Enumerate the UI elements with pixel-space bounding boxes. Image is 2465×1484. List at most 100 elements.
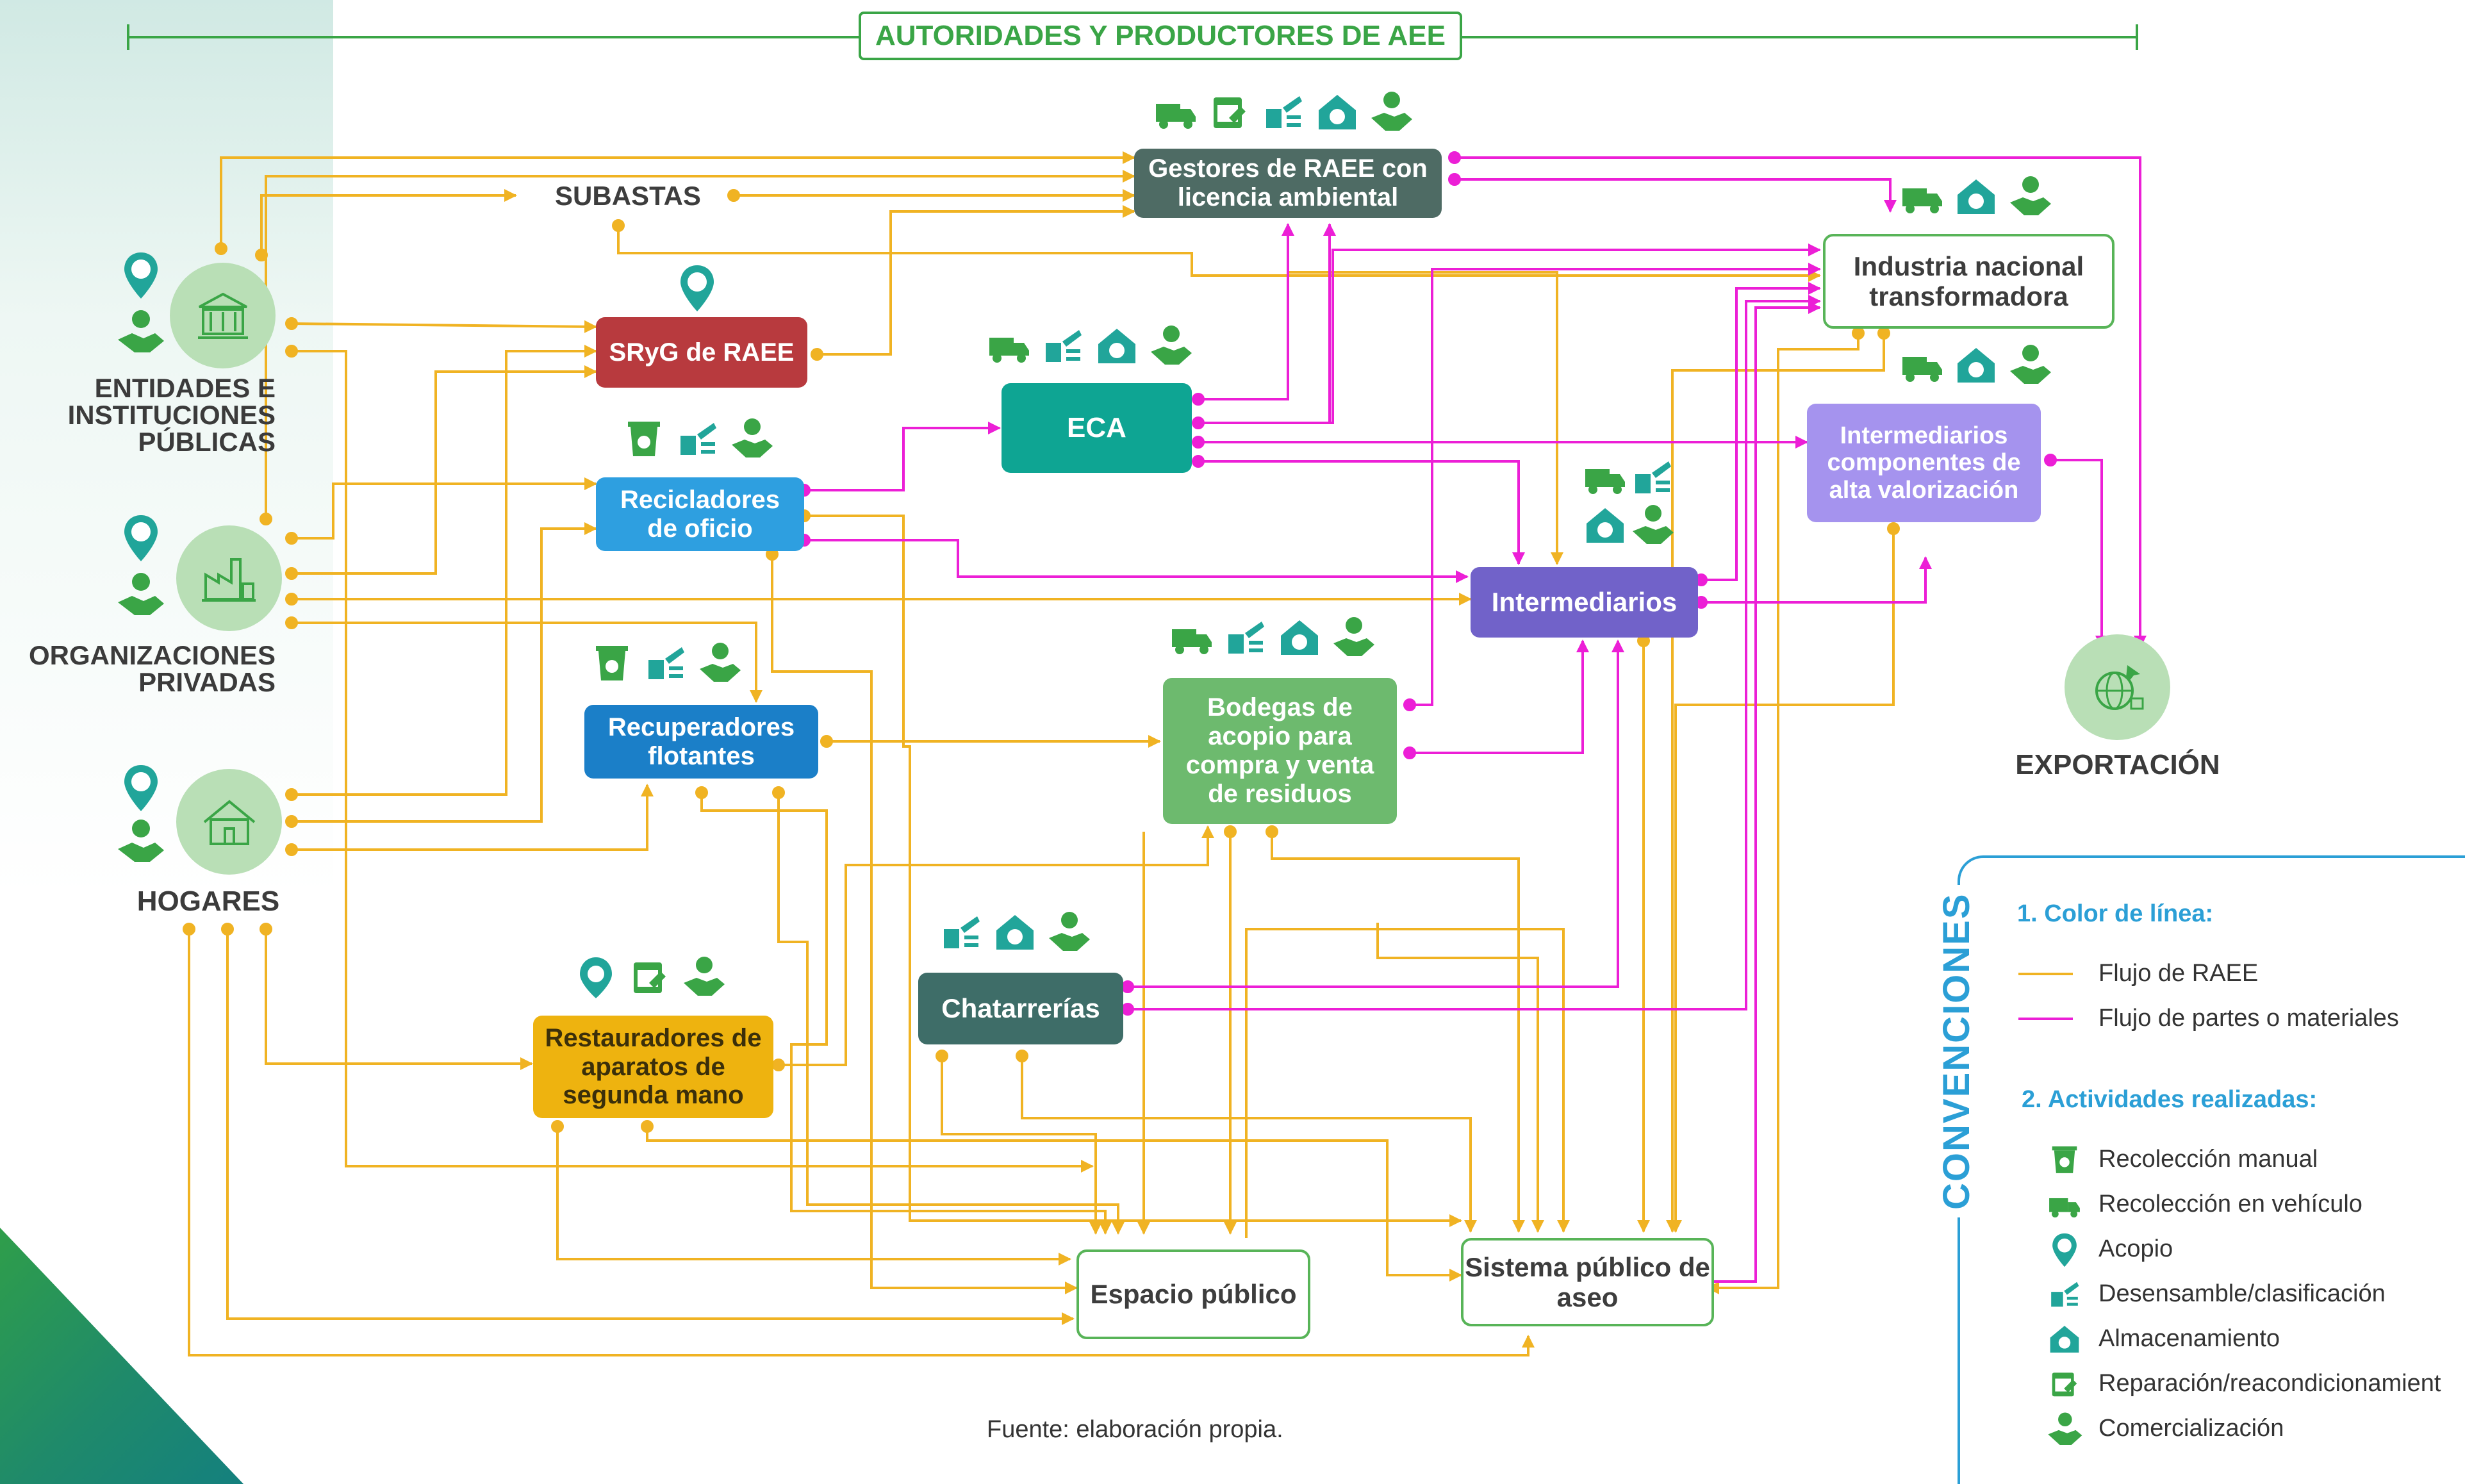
int-comp-activities [1900,343,2052,388]
truck-icon [989,338,1029,363]
acopio-icon [2052,1233,2077,1267]
organizaciones-circle [176,525,282,631]
commerce-icon [1333,617,1374,656]
entidades-comercializacion-icon [118,310,164,352]
commerce-icon [732,418,773,458]
restauradores-node: Restauradores de aparatos de segunda man… [533,1016,773,1118]
organizaciones-acopio-icon [124,515,158,561]
disassembly-icon [648,647,684,679]
commerce-icon [1049,912,1090,951]
source-note: Fuente: elaboración propia. [987,1416,1283,1443]
activity-label: Reparación/reacondicionamient [2098,1370,2441,1397]
line-color-heading: 1. Color de línea: [2017,900,2214,927]
acopio-icon [580,957,612,998]
chatarrerias-activities [939,910,1091,955]
restauradores-activities [573,955,726,1000]
subastas-node: SUBASTAS [555,181,701,211]
industria-node: Industria nacional transformadora [1823,234,2115,329]
gestores-node: Gestores de RAEE con licencia ambiental [1134,149,1442,218]
disassembly-icon [1266,96,1302,128]
commerce-icon [2010,345,2051,384]
sryg-node: SRyG de RAEE [596,317,807,388]
truck-icon [1585,469,1625,494]
house-icon [203,799,255,845]
chatarrerias-node: Chatarrerías [918,973,1123,1044]
storage-icon [1587,508,1624,543]
activity-label: Comercialización [2098,1415,2284,1442]
entidades-acopio-icon [124,252,158,299]
disassembly-icon [944,916,980,948]
repair-icon [1214,97,1246,128]
disassembly-icon [1046,330,1082,362]
government-building-icon [197,292,248,339]
activity-label: Acopio [2098,1235,2173,1262]
entidades-label: ENTIDADES E INSTITUCIONES PÚBLICAS [67,373,276,457]
disassembly-icon [680,423,716,455]
manual-collection-icon [596,646,628,680]
globe-plane-icon [2095,664,2143,710]
sistema-node: Sistema público de aseo [1461,1238,1714,1326]
storage-icon [1319,95,1356,129]
storage-icon [1958,179,1995,214]
page-title: AUTORIDADES Y PRODUCTORES DE AEE [859,12,1462,60]
manual-collection-icon [2052,1146,2077,1173]
hogares-circle [176,769,282,875]
eca-node: ECA [1002,383,1192,473]
commerce-icon [1151,326,1192,365]
background-gradient [0,0,333,897]
int-comp-node: Intermediarios componentes de alta valor… [1807,404,2041,522]
gestores-activities [1153,90,1414,135]
bodegas-node: Bodegas de acopio para compra y venta de… [1163,678,1397,824]
hogares-acopio-icon [124,765,158,811]
activity-label: Recolección en vehículo [2098,1191,2362,1217]
disassembly-icon [1635,461,1672,493]
parts-flow-lines [798,151,2147,1283]
activity-label: Almacenamiento [2098,1325,2280,1352]
truck-icon [1156,104,1196,129]
recuperadores-activities [589,641,742,686]
repair-icon [634,962,666,993]
exportacion-circle [2065,634,2170,740]
bodegas-activities [1169,615,1376,660]
storage-icon [1281,620,1318,655]
eca-activities [987,324,1193,368]
exportacion-label: EXPORTACIÓN [2015,749,2220,780]
activity-label: Desensamble/clasificación [2098,1280,2386,1307]
commerce-icon [1633,505,1674,544]
recicladores-activities [622,416,774,461]
title-bracket [127,24,2138,50]
commerce-icon [2048,1412,2082,1446]
activity-label: Recolección manual [2098,1146,2318,1173]
legend-raee-label: Flujo de RAEE [2098,960,2259,987]
manual-collection-icon [628,422,660,456]
repair-icon [2052,1373,2077,1397]
storage-icon [1098,329,1135,363]
recicladores-node: Recicladores de oficio [596,477,804,551]
commerce-icon [2010,176,2051,215]
organizaciones-label: ORGANIZACIONES PRIVADAS [28,640,276,697]
storage-icon [996,915,1034,950]
industria-activities [1900,174,2052,219]
truck-icon [1172,629,1212,654]
organizaciones-comercializacion-icon [118,573,164,615]
hogares-comercializacion-icon [118,820,164,862]
commerce-icon [1371,92,1412,131]
storage-icon [1958,348,1995,383]
legend-parts-label: Flujo de partes o materiales [2098,1005,2399,1032]
activities-heading: 2. Actividades realizadas: [2022,1086,2318,1113]
storage-icon [2050,1326,2079,1353]
truck-icon [1902,357,1942,382]
commerce-icon [700,643,741,682]
conventions-title: CONVENCIONES [1935,885,1978,1217]
intermediarios-activities [1583,455,1698,551]
commerce-icon [684,957,725,996]
espacio-node: Espacio público [1076,1249,1310,1339]
raee-flow-lines [183,151,1900,1356]
recuperadores-node: Recuperadores flotantes [584,705,818,779]
truck-icon [2049,1198,2080,1218]
truck-icon [1902,188,1942,213]
entidades-circle [170,263,276,368]
factory-icon [201,557,256,602]
